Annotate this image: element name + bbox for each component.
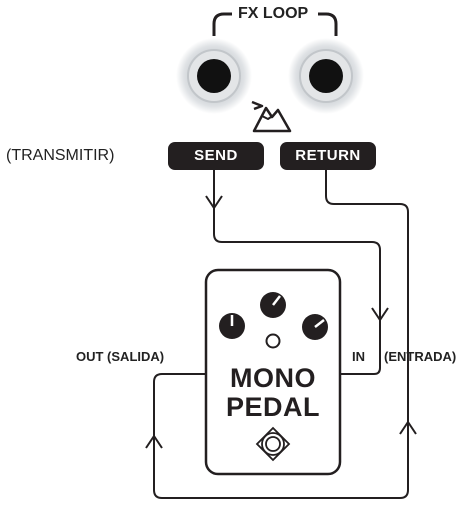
knob-icon bbox=[302, 314, 328, 340]
transmit-annotation: (TRANSMITIR) bbox=[6, 147, 115, 164]
return-cable bbox=[145, 170, 417, 499]
fx-loop-title: FX LOOP bbox=[234, 5, 313, 23]
fx-loop-bracket bbox=[212, 12, 338, 36]
return-jack bbox=[288, 38, 364, 114]
knob-icon bbox=[260, 292, 286, 318]
send-cable bbox=[205, 170, 389, 375]
mountain-icon bbox=[251, 100, 292, 133]
led-icon bbox=[265, 333, 281, 349]
in-annotation-es: (ENTRADA) bbox=[384, 349, 457, 364]
return-label: RETURN bbox=[280, 142, 376, 170]
knob-icon bbox=[219, 313, 245, 339]
out-annotation: OUT (SALIDA) bbox=[76, 349, 165, 364]
pedal-name-line1: MONO bbox=[230, 363, 316, 393]
pedal-name-line2: PEDAL bbox=[225, 392, 320, 422]
footswitch-icon bbox=[255, 426, 291, 462]
send-label: SEND bbox=[168, 142, 264, 170]
in-annotation: IN bbox=[352, 349, 365, 364]
send-jack bbox=[176, 38, 252, 114]
